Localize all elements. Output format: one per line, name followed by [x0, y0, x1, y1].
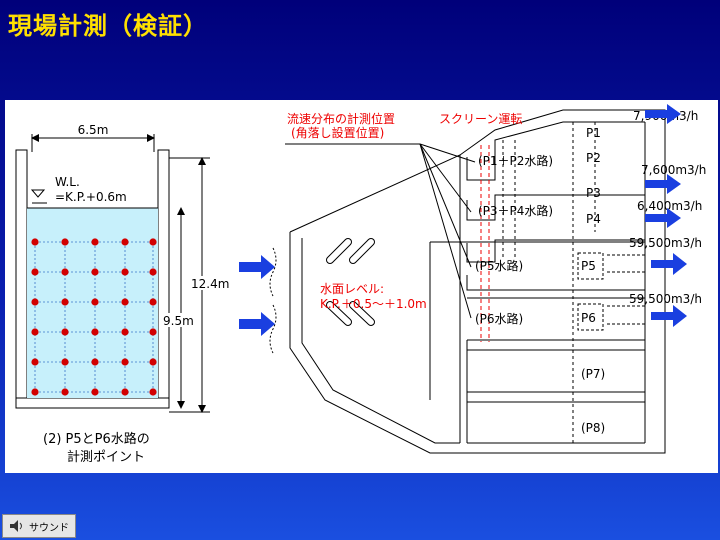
measure-label-1: 流速分布の計測位置 [287, 111, 395, 126]
measurement-point [31, 238, 39, 246]
measurement-point [91, 328, 99, 336]
screen-label: スクリーン運転 [439, 112, 522, 126]
water-level-label-1: 水面レベル: [320, 282, 384, 296]
measurement-point [91, 298, 99, 306]
channel-label-2: (P3＋P4水路) [478, 203, 553, 218]
measurement-point [121, 388, 129, 396]
outflow-arrow-icon [651, 305, 687, 327]
water-level-label-2: K.P.＋0.5～＋1.0m [320, 297, 427, 311]
measurement-point [91, 238, 99, 246]
inflow-arrow-icon [239, 255, 275, 279]
measurement-point [61, 328, 69, 336]
flow-label-5: 59,500m3/h [629, 292, 702, 306]
pump-box-p5 [577, 252, 604, 280]
measurement-point [121, 268, 129, 276]
pump-label-p3: P3 [586, 186, 601, 200]
speaker-icon [10, 520, 22, 532]
leader-lines [419, 143, 476, 319]
measurement-point [121, 238, 129, 246]
pump-label-p6: P6 [581, 311, 596, 325]
channel-floor [15, 397, 170, 409]
measurement-point [149, 298, 157, 306]
flow-arrows [239, 104, 687, 336]
measurement-point [31, 268, 39, 276]
pump-label-p2: P2 [586, 151, 601, 165]
measurement-point [61, 238, 69, 246]
outer-height-label: 12.4m [191, 277, 229, 291]
measurement-point [91, 358, 99, 366]
measurement-point [121, 328, 129, 336]
pump-label-p1: P1 [586, 126, 601, 140]
measurement-point [31, 328, 39, 336]
measurement-points [31, 238, 157, 396]
width-label: 6.5m [78, 123, 109, 137]
pump-label-p8: (P8) [581, 421, 605, 435]
channel-label-4: (P6水路) [475, 311, 523, 326]
measurement-point [149, 268, 157, 276]
left-wall [15, 149, 28, 409]
outflow-arrow-icon [651, 253, 687, 275]
flow-label-2: 7,600m3/h [641, 163, 706, 177]
measurement-point [31, 388, 39, 396]
flow-label-4: 59,500m3/h [629, 236, 702, 250]
outflow-arrow-icon [645, 208, 681, 228]
caption-line2: 計測ポイント [67, 449, 145, 465]
caption-line1: (2) P5とP6水路の [43, 431, 150, 447]
pump-box-p6 [577, 303, 604, 331]
diagram-panel: 6.5m W.L. =K.P.+0.6m 12.4m [5, 100, 718, 473]
pump-label-p4: P4 [586, 212, 601, 226]
channel-label-3: (P5水路) [475, 258, 523, 273]
outflow-arrow-icon [645, 104, 681, 124]
wl-label: W.L. [55, 175, 80, 189]
measurement-point [149, 238, 157, 246]
page-title: 現場計測（検証） [8, 12, 208, 40]
measurement-point [31, 298, 39, 306]
measurement-point [61, 388, 69, 396]
cross-section: 6.5m W.L. =K.P.+0.6m 12.4m [15, 123, 229, 465]
measurement-point [149, 388, 157, 396]
kp-label: =K.P.+0.6m [55, 190, 127, 204]
flow-label-3: 6,400m3/h [637, 199, 702, 213]
sound-button[interactable]: サウンド [2, 514, 76, 538]
measurement-point [149, 358, 157, 366]
water-level-marker-icon [30, 189, 46, 198]
measurement-point [61, 268, 69, 276]
measurement-point [121, 358, 129, 366]
measurement-point [121, 298, 129, 306]
measurement-point [91, 388, 99, 396]
sound-label: サウンド [29, 522, 69, 534]
right-wall [157, 149, 170, 409]
measurement-point [61, 298, 69, 306]
inner-height-label: 9.5m [163, 314, 194, 328]
plan-view [269, 109, 666, 454]
measurement-point [61, 358, 69, 366]
diagram-svg: 6.5m W.L. =K.P.+0.6m 12.4m [15, 104, 706, 465]
pump-label-p5: P5 [581, 259, 596, 273]
channel-label-1: (P1＋P2水路) [478, 153, 553, 168]
measurement-point [91, 268, 99, 276]
measurement-point [31, 358, 39, 366]
outflow-arrow-icon [645, 174, 681, 194]
inflow-arrow-icon [239, 312, 275, 336]
pump-label-p7: (P7) [581, 367, 605, 381]
measurement-grid [34, 241, 154, 393]
measure-label-2: (角落し設置位置) [291, 125, 384, 140]
measurement-point [149, 328, 157, 336]
